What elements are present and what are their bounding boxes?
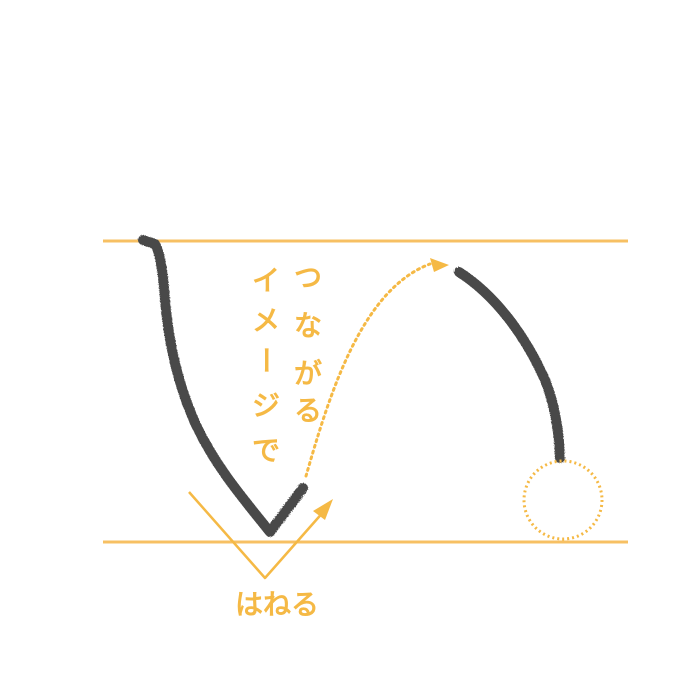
connection-arrowhead	[430, 258, 449, 272]
vchar-left-5: で	[252, 434, 280, 467]
vchar-1: つ	[294, 261, 322, 294]
vchar-left-4: ジ	[252, 389, 280, 422]
brush-stroke-first	[138, 235, 308, 537]
brush-stroke-second	[454, 267, 565, 463]
dotted-end-circle	[522, 459, 604, 541]
vchar-2: な	[294, 309, 322, 342]
vertical-text-image-de: イ メ ー ジ で	[249, 264, 282, 467]
hane-bracket-lines	[188, 491, 326, 580]
vchar-left-2: メ	[252, 304, 280, 337]
vchar-left-3: ー	[249, 346, 282, 374]
connection-dotted-arc	[304, 262, 432, 478]
vchar-4: る	[294, 394, 322, 427]
vchar-left-1: イ	[252, 264, 280, 297]
vertical-text-tsunagaru: つ な が る	[294, 261, 322, 427]
vchar-3: が	[294, 357, 322, 390]
hane-arrowhead	[313, 499, 333, 520]
hane-label: はねる	[235, 588, 319, 621]
